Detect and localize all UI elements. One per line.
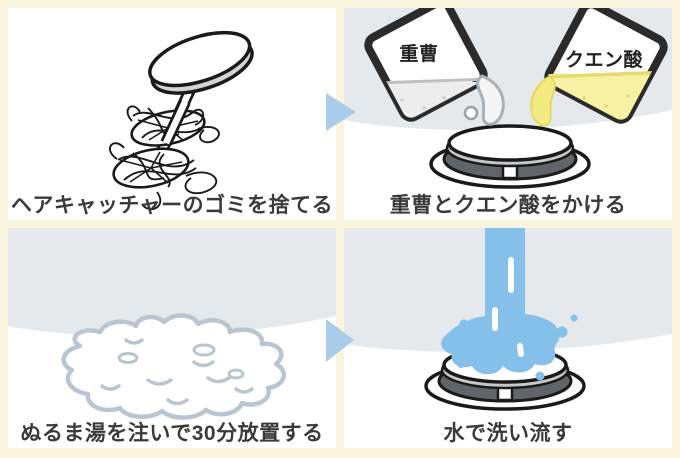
- panel-step-2: 重曹 クエン酸 重曹とクエン酸をかける: [344, 8, 672, 220]
- powder-on-drain-illustration: [344, 8, 672, 220]
- next-step-arrow-icon: [326, 93, 356, 131]
- baking-soda-label: 重曹: [399, 44, 439, 65]
- hair-catcher-plate: [148, 30, 254, 95]
- baking-soda-pour-stream: [476, 74, 505, 126]
- step-caption: 水で洗い流す: [443, 421, 573, 445]
- hair-scribbles-2: [109, 142, 218, 210]
- hair-catcher-illustration: [109, 30, 254, 210]
- panel-step-3: ぬるま湯を注いで30分放置する: [8, 228, 336, 448]
- water-droplets: [457, 314, 578, 381]
- step-caption: 重曹とクエン酸をかける: [389, 193, 627, 217]
- citric-acid-drop: [532, 105, 544, 117]
- water-highlights: [492, 257, 524, 357]
- step-caption: ぬるま湯を注いで30分放置する: [20, 421, 324, 445]
- puddle-illustration: [8, 228, 336, 448]
- next-step-arrow-icon: [326, 319, 354, 362]
- panel-step-1: ヘアキャッチャーのゴミを捨てる: [8, 8, 336, 220]
- water-puddle: [61, 313, 287, 420]
- hair-catcher-filter-2: [109, 142, 218, 210]
- citric-acid-label: クエン酸: [564, 50, 643, 71]
- water-stream-illustration: [441, 228, 578, 381]
- panel-step-4: 水で洗い流す: [344, 228, 672, 448]
- step-caption: ヘアキャッチャーのゴミを捨てる: [10, 193, 334, 217]
- drain-illustration: [429, 124, 591, 189]
- hair-catcher-stem-segment: [160, 99, 191, 146]
- baking-soda-drop: [463, 105, 479, 121]
- rinse-illustration: [344, 228, 672, 448]
